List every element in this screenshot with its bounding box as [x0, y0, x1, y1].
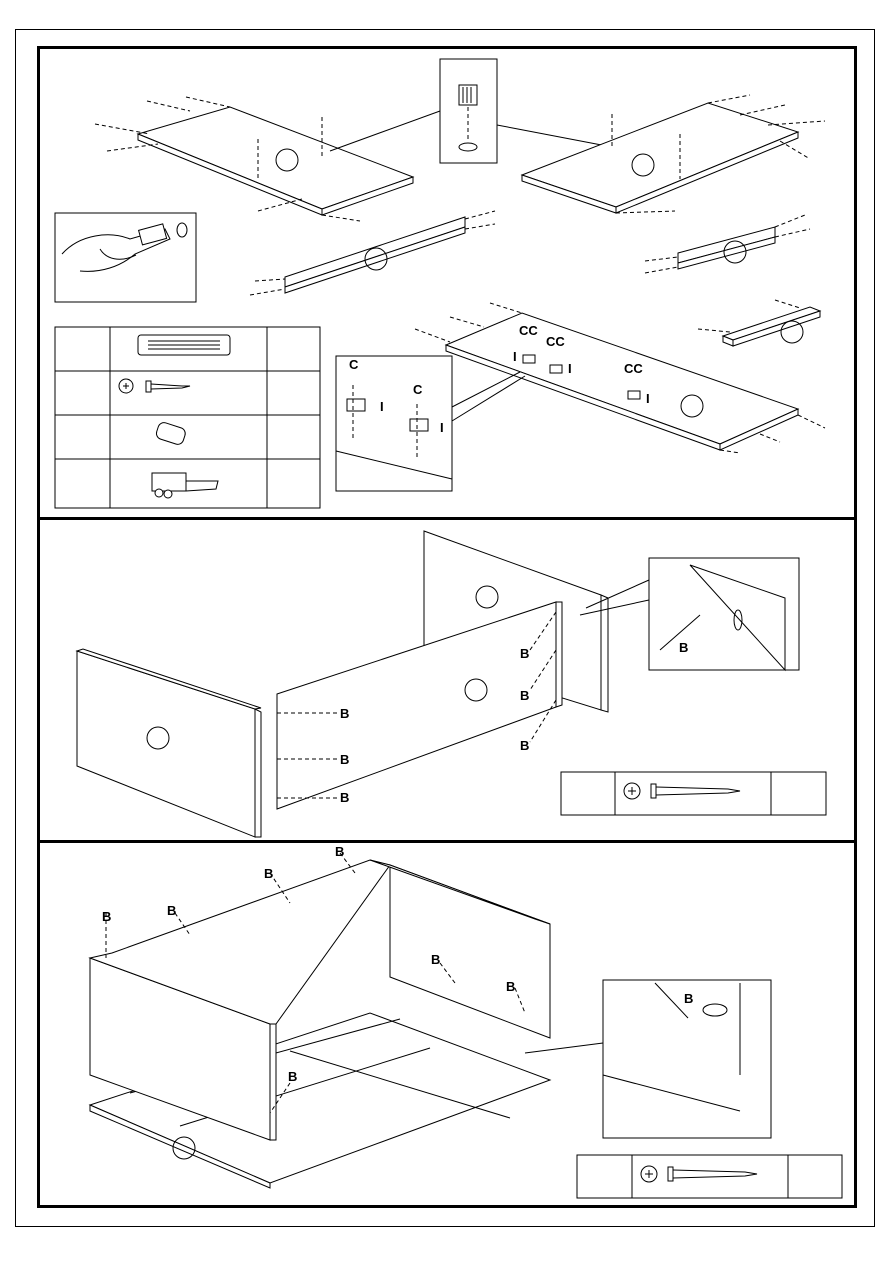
screw-label-b: B — [340, 752, 349, 767]
step-1-panel: CC CC CC I I I — [37, 46, 857, 520]
long-screw-icon — [668, 1167, 673, 1181]
left-side-panel — [77, 649, 261, 837]
step-2-illustration: B B B B B B B — [40, 520, 854, 840]
dowel-icon — [459, 85, 477, 105]
hinge-label-c: C — [413, 382, 423, 397]
screw-label-b: B — [288, 1069, 297, 1084]
step-2-panel: B B B B B B B — [37, 520, 857, 843]
cam-label-i: I — [646, 391, 650, 406]
step-1-illustration: CC CC CC I I I — [40, 49, 854, 517]
screw-icon — [146, 381, 151, 392]
screw-label-b: B — [335, 844, 344, 859]
cam-label-i: I — [440, 420, 444, 435]
screw-label-b: B — [520, 646, 529, 661]
hinge-label-cc: CC — [624, 361, 643, 376]
step-3-illustration: B B B B B B B B — [40, 843, 854, 1205]
step-3-panel: B B B B B B B B — [37, 843, 857, 1208]
screw-label-b: B — [167, 903, 176, 918]
right-side-panel: B B B B B B — [277, 602, 562, 809]
screw-b-table — [577, 1155, 842, 1198]
screw-label-b: B — [431, 952, 440, 967]
right-rail — [645, 215, 810, 273]
screw-label-b: B — [340, 706, 349, 721]
screw-label-b: B — [264, 866, 273, 881]
parts-list-table — [55, 327, 320, 508]
hinge-detail-inset: C C I I — [336, 356, 525, 491]
left-rail — [250, 211, 495, 295]
screw-label-b: B — [340, 790, 349, 805]
long-screw-icon — [651, 784, 656, 798]
screw-label-b: B — [102, 909, 111, 924]
screw-b-table — [561, 772, 826, 815]
hinge-label-c: C — [349, 357, 359, 372]
dowel-detail-inset — [330, 59, 612, 163]
screw-label-b: B — [520, 738, 529, 753]
hinge-label-cc: CC — [546, 334, 565, 349]
back-stretcher — [698, 300, 820, 346]
screw-detail-inset: B — [580, 558, 799, 670]
screw-label-b: B — [679, 640, 688, 655]
cam-label-i: I — [568, 361, 572, 376]
screw-label-b: B — [684, 991, 693, 1006]
cam-label-i: I — [380, 399, 384, 414]
screw-label-b: B — [520, 688, 529, 703]
left-top-panel — [95, 97, 413, 221]
screw-detail-inset: B — [525, 980, 771, 1138]
cam-label-i: I — [513, 349, 517, 364]
right-top-panel — [522, 95, 825, 213]
screw-label-b: B — [506, 979, 515, 994]
hand-insertion-inset — [55, 213, 196, 302]
hinge-label-cc: CC — [519, 323, 538, 338]
